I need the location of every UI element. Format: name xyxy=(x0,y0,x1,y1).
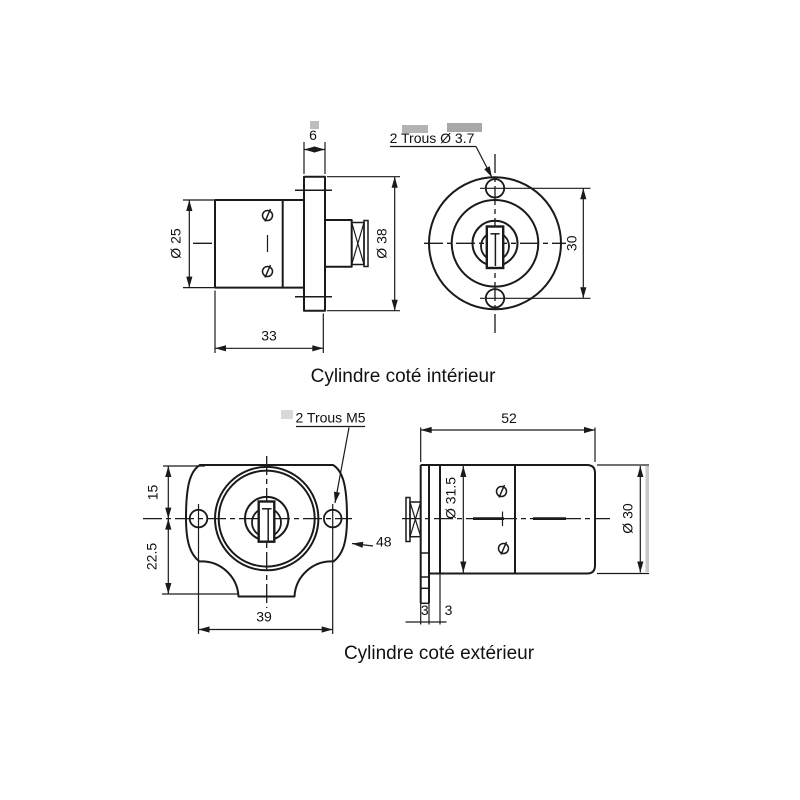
dim-axis-to-bottom: 22.5 xyxy=(144,543,160,570)
cylinder-body xyxy=(214,199,305,289)
leader-arrow xyxy=(351,541,374,548)
flange xyxy=(303,175,326,312)
holes-note: 2 Trous Ø 3.7 xyxy=(390,130,475,146)
caption-interior: Cylindre coté intérieur xyxy=(311,366,496,387)
flange-circle xyxy=(428,176,562,311)
leader-arrow xyxy=(475,146,493,178)
caption-exterior: Cylindre coté extérieur xyxy=(344,643,535,664)
screw-hole xyxy=(188,508,209,529)
screw-hole xyxy=(323,508,343,529)
interior-front-view: 30 2 Trous Ø 3.7 xyxy=(390,130,591,333)
dim-plate-ref: 48 xyxy=(376,534,392,550)
dim-body-length: 52 xyxy=(501,410,517,426)
dim-flange-thickness: 6 xyxy=(309,127,317,143)
dim-front-section-diameter: Ø 31.5 xyxy=(443,477,459,519)
cylinder-face-inner xyxy=(217,469,316,568)
dim-top-to-axis: 15 xyxy=(145,485,161,501)
screw-icon xyxy=(497,541,510,555)
fixing-hole xyxy=(484,288,506,309)
exterior-front-dimensions: 15 22.5 39 2 Trous M5 48 xyxy=(144,410,392,633)
scan-artifact xyxy=(447,123,482,132)
exterior-front-view xyxy=(143,456,352,634)
cam-cross xyxy=(350,219,369,268)
exterior-side-dimensions: 52 Ø 31.5 Ø 30 3 3 xyxy=(405,410,649,625)
key-icon xyxy=(257,500,276,543)
leader-arrow xyxy=(333,427,350,504)
key-icon xyxy=(485,225,505,270)
dim-plate-thickness-1: 3 xyxy=(421,602,429,618)
exterior-drawing: 15 22.5 39 2 Trous M5 48 xyxy=(143,410,649,664)
dim-body-length: 33 xyxy=(261,328,277,344)
dim-hole-spacing: 39 xyxy=(256,609,272,625)
scan-artifact xyxy=(402,125,428,133)
exterior-side-view xyxy=(402,464,610,605)
body-outline xyxy=(420,464,596,575)
holes-note: 2 Trous M5 xyxy=(295,410,365,426)
dim-flange-diameter: Ø 38 xyxy=(374,228,390,259)
cam-cross xyxy=(405,496,422,543)
cylinder-face-outer xyxy=(214,465,320,572)
dim-body-diameter: Ø 25 xyxy=(168,228,184,259)
interior-side-dimensions: Ø 25 6 Ø 38 33 xyxy=(168,127,400,353)
mounting-plate-outline xyxy=(185,464,348,598)
screw-icon xyxy=(261,264,274,278)
fixing-hole xyxy=(484,178,506,199)
interior-side-view xyxy=(193,175,369,312)
dim-plate-thickness-2: 3 xyxy=(445,602,453,618)
body-circle xyxy=(450,199,540,288)
dim-hole-spacing: 30 xyxy=(564,235,580,251)
dim-body-diameter: Ø 30 xyxy=(620,503,636,534)
scan-artifact xyxy=(281,410,293,419)
scan-artifact xyxy=(310,121,319,129)
screw-icon xyxy=(261,208,274,222)
scan-artifact xyxy=(645,466,649,572)
cam-housing xyxy=(324,219,353,268)
interior-drawing: Ø 25 6 Ø 38 33 xyxy=(168,121,591,387)
screw-icon xyxy=(495,484,508,498)
